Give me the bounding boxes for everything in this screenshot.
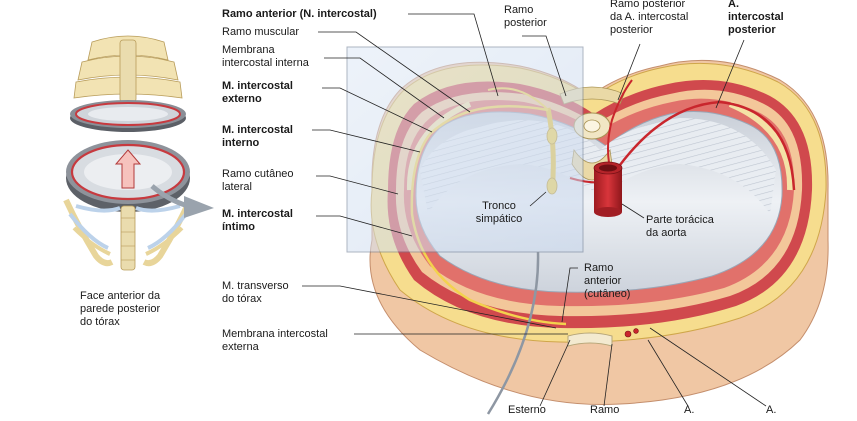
label-a-bottom-1: A. [684,404,695,416]
inset-pointer-line [486,251,540,415]
upper-slice-disc [70,100,186,132]
leader-lines [302,13,767,407]
rib-cage-thumbnail [63,35,193,271]
label-ramo-muscular: Ramo muscular [222,26,300,38]
label-ramo-anterior-cutaneo: Ramo anterior (cutâneo) [584,262,631,300]
label-ramo-posterior: Ramo posterior [504,4,547,29]
label-m-intercostal-externo: M. intercostal externo [222,80,293,105]
up-arrow-icon [114,149,142,189]
label-ramo-cutaneo-lateral: Ramo cutâneo lateral [222,168,294,193]
label-ramo-anterior-n-intercostal: Ramo anterior (N. intercostal) [222,8,377,20]
label-m-intercostal-interno: M. intercostal interno [222,124,293,149]
upper-rib-cage [73,35,183,103]
label-a-intercostal-posterior: A. intercostal posterior [728,0,784,36]
label-ramo-bottom: Ramo [590,404,620,416]
label-membrana-intercostal-interna: Membrana intercostal interna [222,44,309,69]
inset-highlight-box [346,46,584,253]
label-a-bottom-2: A. [766,404,777,416]
label-face-anterior: Face anterior da parede posterior do tór… [80,290,161,328]
label-m-intercostal-intimo: M. intercostal íntimo [222,208,293,233]
label-esterno: Esterno [508,404,546,416]
label-parte-toracica-aorta: Parte torácica da aorta [646,214,714,239]
label-membrana-intercostal-externa: Membrana intercostal externa [222,328,328,353]
label-ramo-posterior-a-intercostal: Ramo posterior da A. intercostal posteri… [610,0,689,36]
label-tronco-simpatico: Tronco simpático [475,200,523,225]
label-m-transverso-torax: M. transverso do tórax [222,280,289,305]
lower-rib-cage [63,198,193,271]
thoracic-aorta [593,161,623,217]
pointer-arrow-icon [150,184,214,218]
